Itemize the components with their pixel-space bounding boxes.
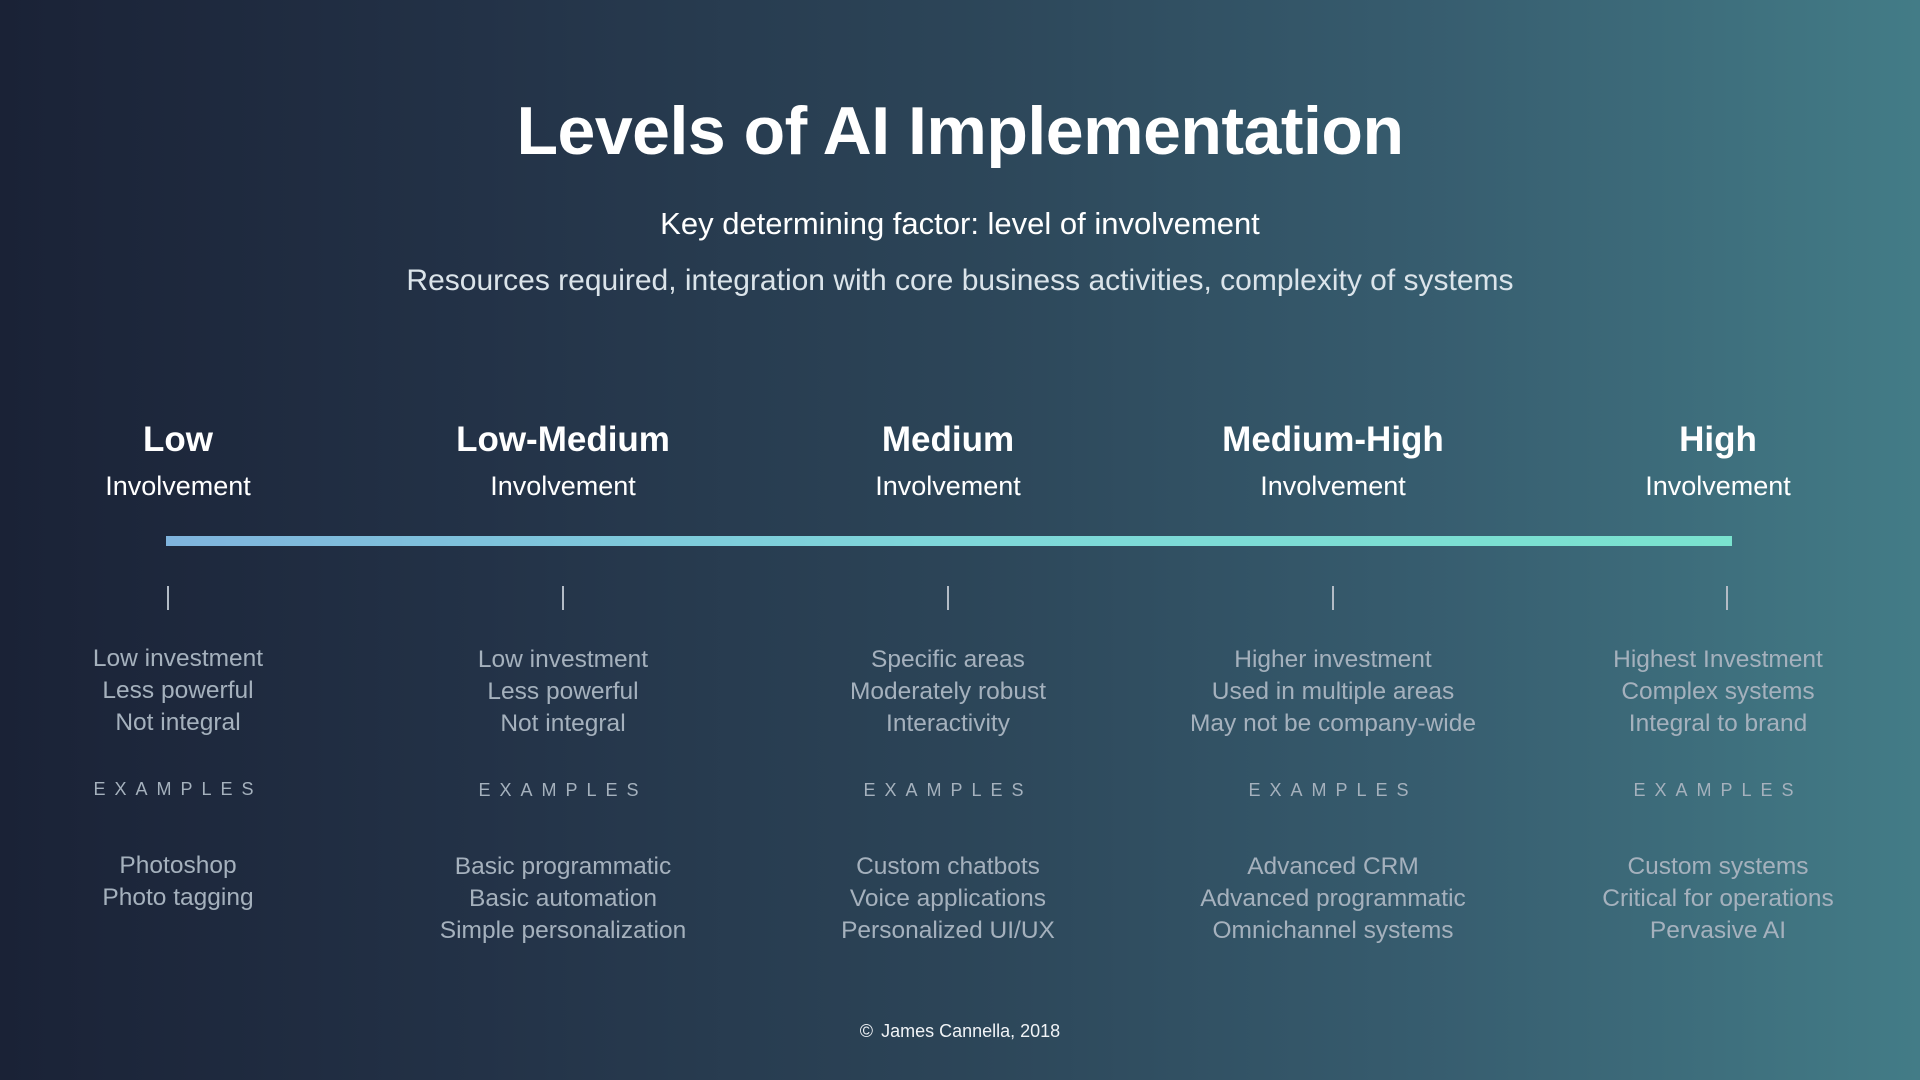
level-examples: Basic programmatic Basic automation Simp… xyxy=(383,851,743,947)
page-title: Levels of AI Implementation xyxy=(516,93,1404,169)
example-item: Critical for operations xyxy=(1602,885,1834,912)
level-subtitle: Involvement xyxy=(490,471,636,501)
examples-label: EXAMPLES xyxy=(93,779,263,799)
level-name: High xyxy=(1679,420,1757,459)
trait-item: Less powerful xyxy=(102,677,254,704)
example-item: Omnichannel systems xyxy=(1212,917,1454,944)
scale-tick xyxy=(562,586,564,610)
page-tagline: Resources required, integration with cor… xyxy=(406,264,1514,297)
trait-item: May not be company-wide xyxy=(1190,710,1476,737)
level-subtitle: Involvement xyxy=(105,471,251,501)
example-item: Basic automation xyxy=(469,885,657,912)
trait-item: Not integral xyxy=(115,709,241,736)
level-column-high: High Involvement xyxy=(1538,418,1898,504)
level-subtitle: Involvement xyxy=(1260,471,1406,501)
trait-item: Low investment xyxy=(92,645,264,672)
scale-tick xyxy=(1726,586,1728,610)
level-subtitle: Involvement xyxy=(875,471,1021,501)
example-item: Custom systems xyxy=(1627,853,1809,880)
level-column-medium: Medium Involvement xyxy=(768,418,1128,504)
level-subtitle: Involvement xyxy=(1645,471,1791,501)
level-column-medium-high: Medium-High Involvement xyxy=(1153,418,1513,504)
page-subtitle: Key determining factor: level of involve… xyxy=(660,206,1260,241)
example-item: Voice applications xyxy=(849,885,1047,912)
trait-item: Interactivity xyxy=(886,710,1010,737)
trait-item: Highest Investment xyxy=(1613,646,1823,673)
level-name: Medium xyxy=(881,420,1015,459)
examples-label: EXAMPLES xyxy=(478,780,648,800)
example-item: Pervasive AI xyxy=(1649,917,1787,944)
example-item: Simple personalization xyxy=(439,917,687,944)
level-column-low: Low Involvement xyxy=(0,418,358,504)
example-item: Photo tagging xyxy=(102,884,254,911)
trait-item: Higher investment xyxy=(1234,646,1432,673)
trait-item: Less powerful xyxy=(487,678,639,705)
example-item: Advanced programmatic xyxy=(1200,885,1466,912)
level-examples: Photoshop Photo tagging xyxy=(0,850,358,914)
trait-item: Low investment xyxy=(477,646,649,673)
example-item: Custom chatbots xyxy=(856,853,1040,880)
involvement-scale-bar xyxy=(166,536,1732,546)
level-traits: Highest Investment Complex systems Integ… xyxy=(1538,644,1898,740)
level-examples: Custom systems Critical for operations P… xyxy=(1538,851,1898,947)
trait-item: Specific areas xyxy=(871,646,1025,673)
examples-label: EXAMPLES xyxy=(1248,780,1418,800)
example-item: Photoshop xyxy=(119,852,237,879)
copyright-icon: © xyxy=(859,1021,874,1041)
example-item: Personalized UI/UX xyxy=(841,917,1055,944)
level-examples: Advanced CRM Advanced programmatic Omnic… xyxy=(1153,851,1513,947)
trait-item: Complex systems xyxy=(1621,678,1815,705)
examples-label: EXAMPLES xyxy=(863,780,1033,800)
copyright-text: James Cannella, 2018 xyxy=(881,1021,1061,1041)
trait-item: Integral to brand xyxy=(1628,710,1808,737)
trait-item: Not integral xyxy=(500,710,626,737)
example-item: Basic programmatic xyxy=(454,853,672,880)
level-traits: Low investment Less powerful Not integra… xyxy=(0,643,358,739)
copyright-footer: © James Cannella, 2018 xyxy=(0,1021,1920,1042)
scale-tick xyxy=(947,586,949,610)
level-name: Low-Medium xyxy=(456,420,670,459)
level-name: Low xyxy=(143,420,213,459)
scale-tick xyxy=(1332,586,1334,610)
trait-item: Used in multiple areas xyxy=(1211,678,1455,705)
examples-label: EXAMPLES xyxy=(1633,780,1803,800)
level-traits: Low investment Less powerful Not integra… xyxy=(383,644,743,740)
level-examples: Custom chatbots Voice applications Perso… xyxy=(768,851,1128,947)
level-column-low-medium: Low-Medium Involvement xyxy=(383,418,743,504)
trait-item: Moderately robust xyxy=(849,678,1047,705)
level-traits: Higher investment Used in multiple areas… xyxy=(1153,644,1513,740)
level-traits: Specific areas Moderately robust Interac… xyxy=(768,644,1128,740)
example-item: Advanced CRM xyxy=(1247,853,1419,880)
level-name: Medium-High xyxy=(1222,420,1444,459)
scale-tick xyxy=(167,586,169,610)
